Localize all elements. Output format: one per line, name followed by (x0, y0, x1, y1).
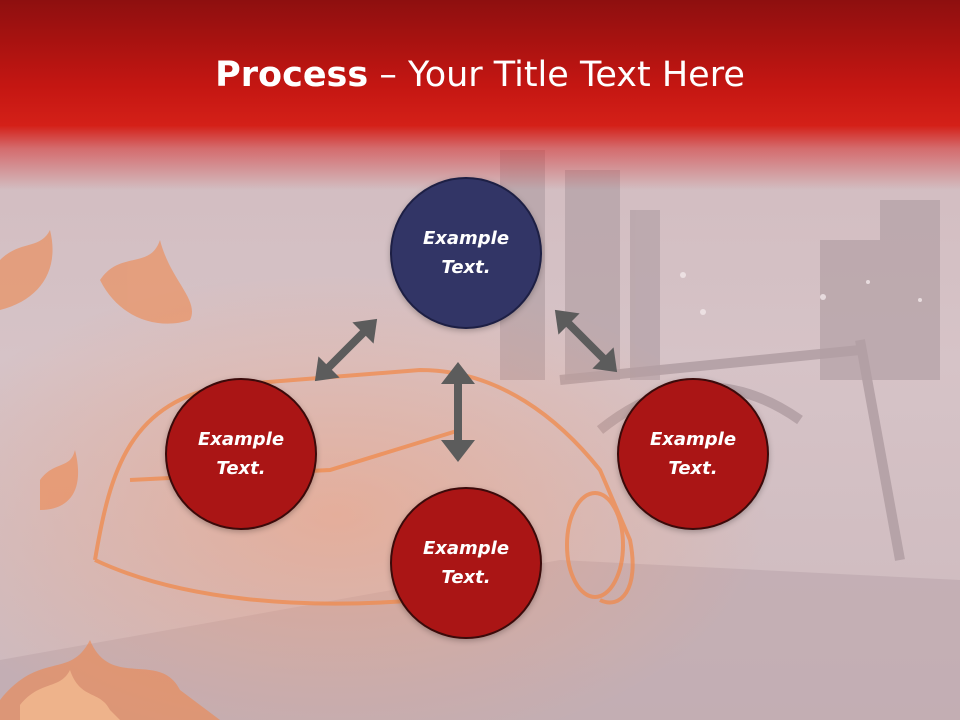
title-band (0, 0, 960, 190)
node-top: Example Text. (390, 177, 542, 329)
slide-title: Process – Your Title Text Here (0, 52, 960, 98)
node-left: Example Text. (165, 378, 317, 530)
node-bottom: Example Text. (390, 487, 542, 639)
node-left-label: Example Text. (197, 429, 285, 479)
node-right-label: Example Text. (649, 429, 737, 479)
title-strong: Process (215, 55, 369, 95)
node-top-label: Example Text. (422, 228, 510, 278)
node-bottom-label: Example Text. (422, 538, 510, 588)
node-right: Example Text. (617, 378, 769, 530)
title-rest: – Your Title Text Here (368, 55, 745, 95)
